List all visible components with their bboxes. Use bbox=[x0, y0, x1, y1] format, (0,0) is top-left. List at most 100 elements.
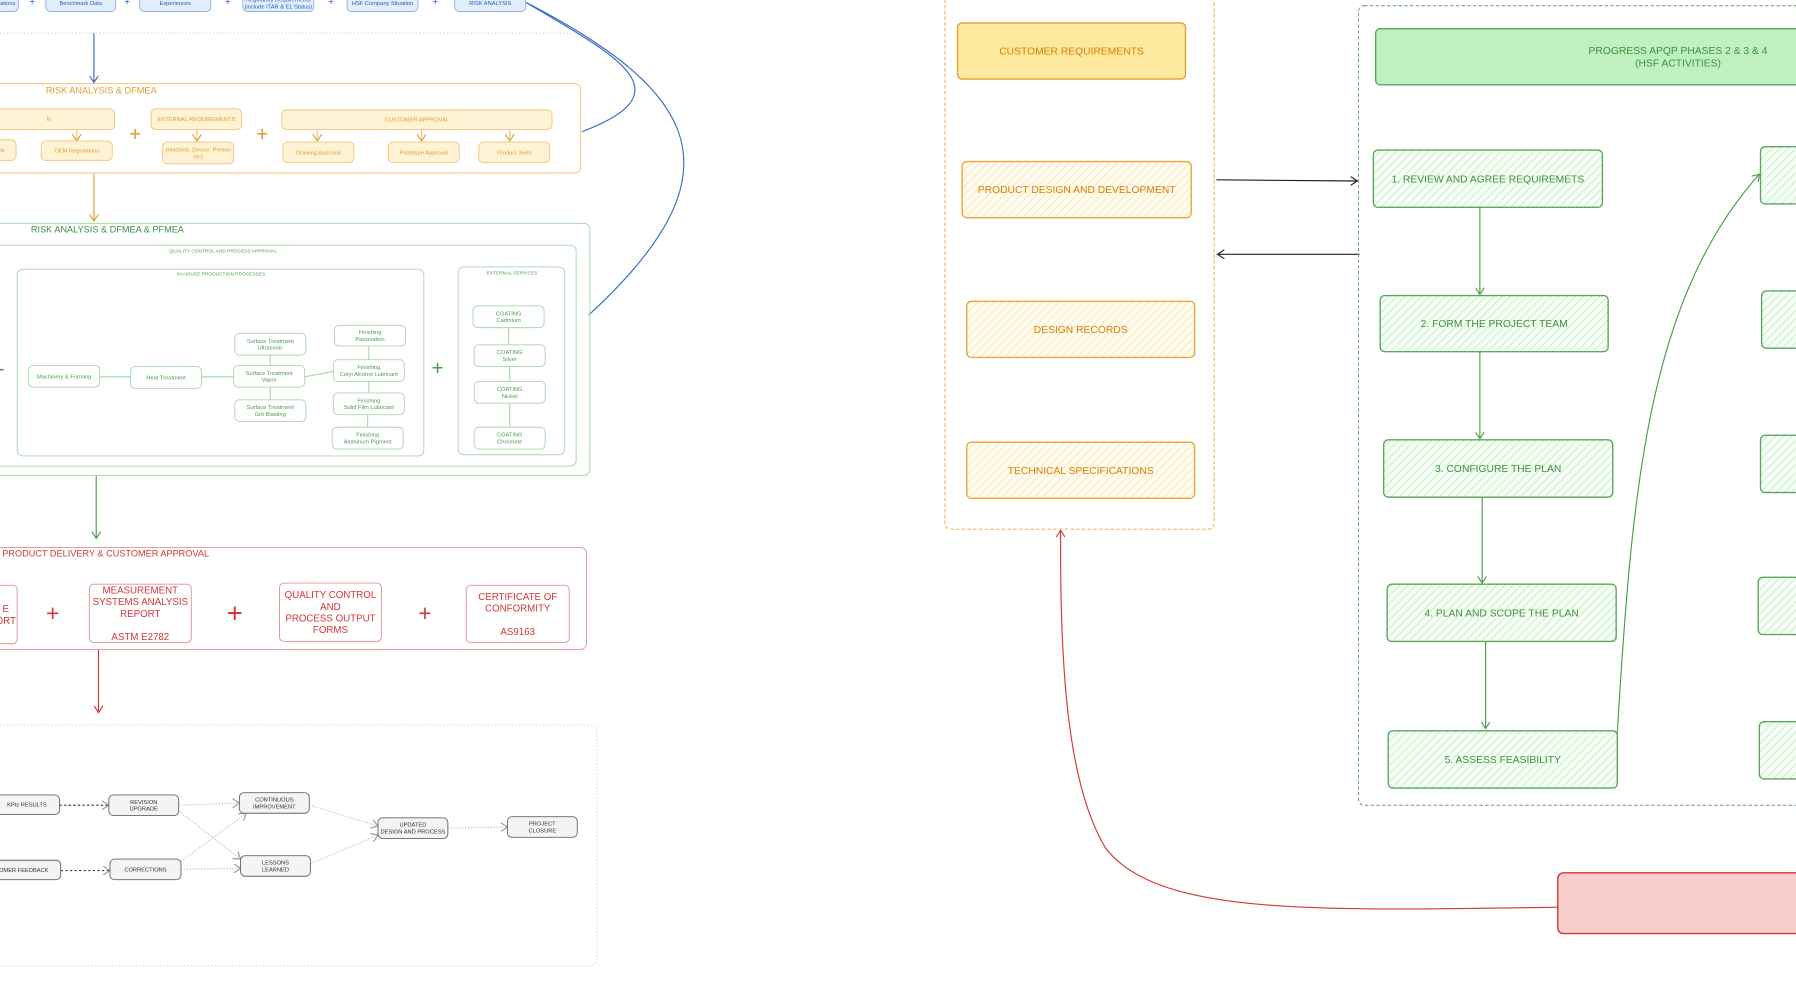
feedback-node[interactable] bbox=[1557, 872, 1796, 935]
text-line: PROCESS OUTPUT bbox=[285, 613, 375, 624]
item1-node[interactable]: cations bbox=[0, 0, 19, 12]
connector-arrow bbox=[1061, 530, 1558, 910]
text-line: 2. FORM THE PROJECT TEAM bbox=[1421, 319, 1568, 330]
apqp-step-partial[interactable] bbox=[1757, 576, 1796, 636]
text-line: (HSF ACTIVITIES) bbox=[1635, 59, 1721, 70]
step3-node[interactable]: 3. CONFIGURE THE PLAN bbox=[1382, 439, 1614, 498]
design-header-node[interactable]: N bbox=[0, 108, 115, 130]
item2-node[interactable]: Benchmark Data bbox=[45, 0, 117, 12]
apqp-step-partial[interactable] bbox=[1760, 290, 1796, 349]
item1-label: cations bbox=[0, 1, 15, 7]
step2-node[interactable]: 2. FORM THE PROJECT TEAM bbox=[1379, 294, 1609, 353]
oem-regulations-node[interactable]: OEM Regulations bbox=[40, 140, 113, 161]
text-line: + bbox=[418, 600, 431, 626]
customer-feedback-node[interactable]: CUSTOMER FEEDBACK bbox=[0, 859, 62, 881]
node-shape bbox=[1372, 149, 1604, 209]
text-line: + bbox=[432, 0, 438, 8]
node-shape bbox=[240, 855, 311, 877]
step5-label: 5. ASSESS FEASIBILITY bbox=[1445, 755, 1561, 766]
design-records-label: DESIGN RECORDS bbox=[1034, 325, 1128, 336]
customer-requirements-label: CUSTOMER REQUIREMENTS bbox=[999, 47, 1144, 58]
step1-node[interactable]: 1. REVIEW AND AGREE REQUIREMETS bbox=[1372, 149, 1604, 209]
design-records-node[interactable]: DESIGN RECORDS bbox=[966, 300, 1196, 359]
node-shape bbox=[282, 141, 355, 164]
node-shape bbox=[0, 794, 61, 815]
connector-arrow bbox=[178, 810, 241, 859]
item6-node[interactable]: RISK ANALYSIS bbox=[454, 0, 527, 12]
header-node[interactable]: PROGRESS APQP PHASES 2 & 3 & 4(HSF ACTIV… bbox=[1374, 27, 1796, 86]
apqp-step-partial[interactable] bbox=[1759, 145, 1796, 205]
node-shape bbox=[334, 324, 406, 347]
text-line: - bbox=[0, 357, 5, 380]
node-shape bbox=[956, 22, 1187, 80]
delivery-title: PRODUCT DELIVERY & CUSTOMER APPROVAL bbox=[2, 548, 209, 558]
heat-node[interactable]: Heat Treatment bbox=[130, 366, 203, 389]
item5-node[interactable]: HSF Company Situation bbox=[346, 0, 419, 12]
text-line: AND bbox=[320, 602, 341, 613]
text-line: HSF Company Situation bbox=[352, 1, 413, 7]
plus-symbol: + bbox=[129, 123, 141, 146]
node-shape bbox=[242, 0, 315, 12]
box1-node[interactable]: EORT bbox=[0, 584, 18, 645]
step5-node[interactable]: 5. ASSESS FEASIBILITY bbox=[1387, 730, 1619, 789]
node-shape bbox=[281, 109, 553, 130]
item3-node[interactable]: Experiences bbox=[139, 0, 212, 12]
machinery-label: Machinery & Forming bbox=[37, 374, 91, 380]
node-shape bbox=[162, 141, 235, 165]
drawing-approval-node[interactable]: Drawing Approval bbox=[282, 141, 355, 164]
text-line: UPGRADE bbox=[130, 807, 158, 813]
step4-node[interactable]: 4. PLAN AND SCOPE THE PLAN bbox=[1386, 583, 1617, 643]
closure-container bbox=[0, 724, 598, 967]
text-line: 4. PLAN AND SCOPE THE PLAN bbox=[1424, 608, 1578, 619]
customer-requirements-node[interactable]: CUSTOMER REQUIREMENTS bbox=[956, 22, 1187, 80]
node-shape bbox=[472, 305, 545, 329]
corrections-node[interactable]: CORRECTIONS bbox=[109, 858, 182, 881]
dfmea-title: RISK ANALYSIS & DFMEA bbox=[46, 86, 158, 96]
machinery-node[interactable]: Machinery & Forming bbox=[28, 364, 101, 388]
plus-symbol: + bbox=[432, 357, 444, 380]
text-line: Surface Treatment bbox=[247, 405, 294, 411]
pfmea-container bbox=[0, 222, 591, 476]
text-line: KPIs RESULTS bbox=[7, 803, 47, 809]
product-tests-node[interactable]: Product Tests bbox=[478, 141, 551, 164]
kpis-node[interactable]: KPIs RESULTS bbox=[0, 794, 61, 815]
apqp-step-partial[interactable] bbox=[1758, 720, 1796, 780]
node-shape bbox=[28, 364, 101, 388]
apqp-step-partial[interactable] bbox=[1759, 434, 1796, 494]
text-line: + bbox=[227, 597, 243, 628]
technical-specifications-node[interactable]: TECHNICAL SPECIFICATIONS bbox=[966, 441, 1196, 499]
external-requirements-node[interactable]: EXTERNAL REQUIREMENTS bbox=[150, 108, 243, 130]
node-shape bbox=[108, 794, 180, 817]
design-sub1-node[interactable]: ents bbox=[0, 139, 17, 161]
customer-approval-node[interactable]: CUSTOMER APPROVAL bbox=[281, 109, 553, 130]
item4-node[interactable]: Regulatory Requirements(include ITAR & E… bbox=[242, 0, 315, 12]
product-design-node[interactable]: PRODUCT DESIGN AND DEVELOPMENT bbox=[961, 160, 1192, 219]
prototype-approval-node[interactable]: Prototype Approval bbox=[387, 141, 460, 164]
text-line: Drawing Approval bbox=[296, 150, 341, 156]
design-header-label: N bbox=[47, 117, 51, 123]
